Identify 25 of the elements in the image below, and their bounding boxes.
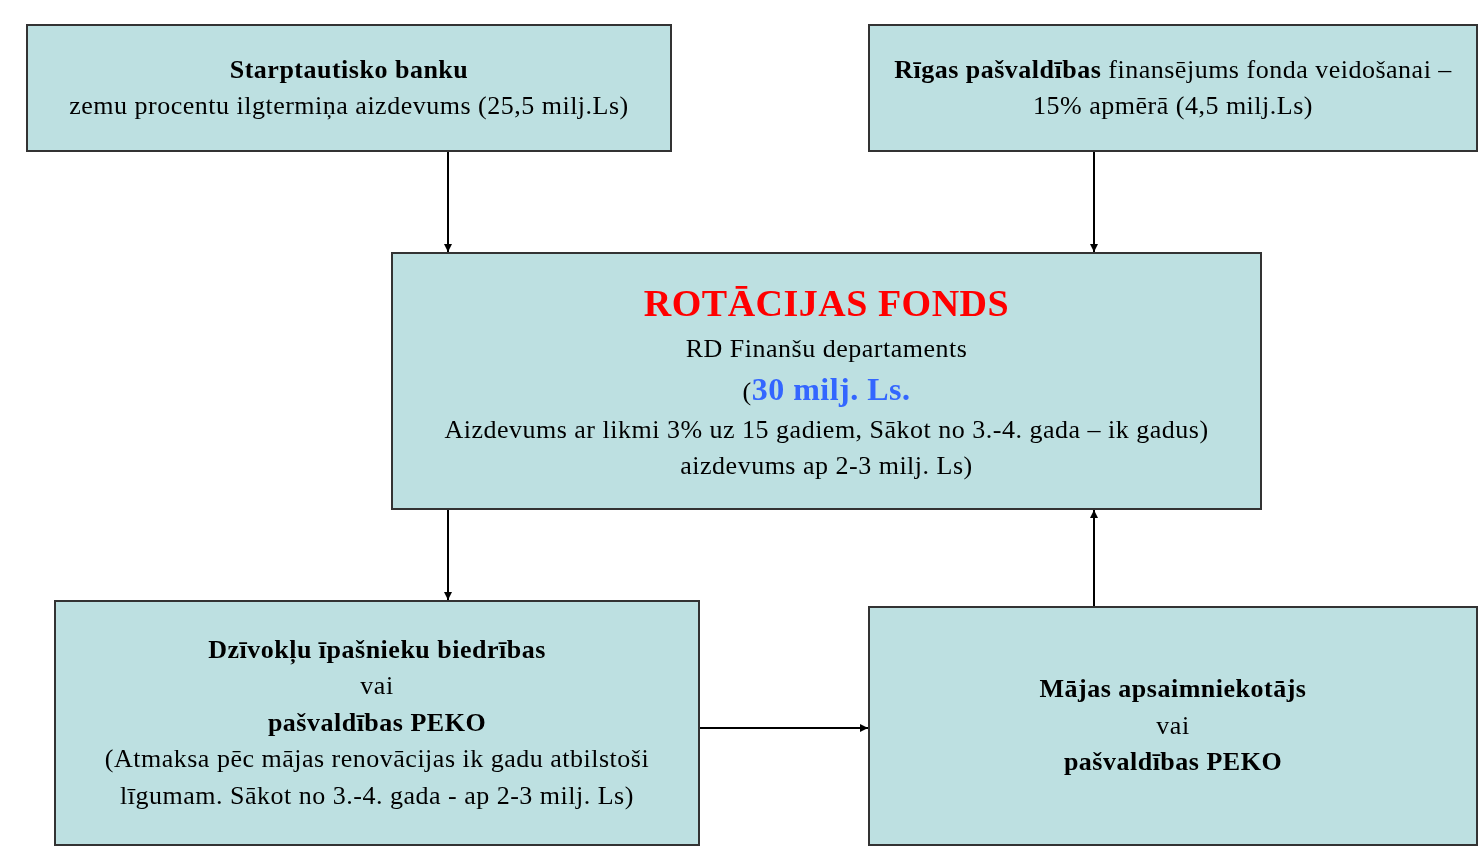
process-box (868, 606, 1478, 846)
box-text: Mājas apsaimniekotājs (1039, 673, 1307, 706)
box-text: (Atmaksa pēc mājas renovācijas ik gadu atbilstoši līgumam. Sākot no 3.-4. gada - ap 2-3 milj. Ls) (103, 743, 651, 812)
box-text: Rīgas pašvaldības finansējums fonda veidošanai – 15% apmērā (4,5 milj.Ls) (893, 53, 1453, 122)
box-text: Starptautisko banku (229, 53, 469, 86)
process-box (868, 24, 1478, 152)
process-box (391, 252, 1262, 510)
box-text: (30 milj. Ls. (742, 370, 911, 409)
box-text: vai (1156, 709, 1190, 742)
box-text: Aizdevums ar likmi 3% uz 15 gadiem, Sākot no 3.-4. gada – ik gadus) (444, 413, 1209, 446)
arrow (444, 509, 452, 601)
process-box (26, 24, 672, 152)
box-text: vai (360, 670, 394, 703)
arrow (1090, 151, 1098, 253)
title-text: ROTĀCIJAS FONDS (643, 281, 1010, 327)
box-text: pašvaldības PEKO (1063, 746, 1283, 779)
process-box (54, 600, 700, 846)
box-text: Dzīvokļu īpašnieku biedrības (208, 634, 546, 667)
box-text: aizdevums ap 2-3 milj. Ls) (680, 450, 973, 483)
arrow (1090, 509, 1098, 607)
box-text: pašvaldības PEKO (267, 706, 487, 739)
box-text: RD Finanšu departaments (685, 332, 968, 365)
arrow (699, 724, 869, 732)
arrow (444, 151, 452, 253)
box-text: zemu procentu ilgtermiņa aizdevums (25,5 milj.Ls) (69, 90, 629, 122)
